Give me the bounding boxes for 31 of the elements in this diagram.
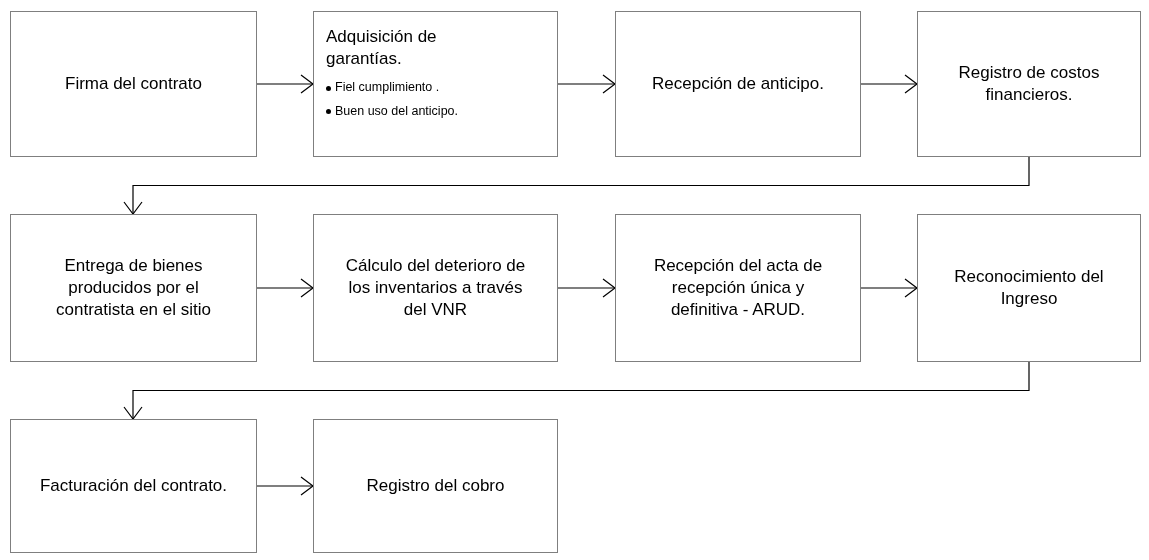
- step-label: Firma del contrato: [65, 72, 202, 95]
- step-label: Registro de costos financieros.: [957, 61, 1101, 106]
- process-box: [10, 11, 257, 157]
- step-label: Facturación del contrato.: [39, 474, 228, 497]
- arrow: [557, 278, 616, 298]
- step-label: Reconocimiento del Ingreso: [953, 265, 1105, 310]
- arrow: [123, 361, 1030, 420]
- arrow: [256, 278, 314, 298]
- arrow: [256, 74, 314, 94]
- step-label: Recepción de anticipo.: [652, 72, 824, 95]
- step-label: Recepción del acta de recepción única y definitiva - ARUD.: [652, 254, 824, 322]
- step-label: Registro del cobro: [366, 474, 505, 497]
- step-label: Entrega de bienes producidos por el contratista en el sitio: [55, 254, 212, 322]
- process-box: [10, 419, 257, 553]
- arrow: [557, 74, 616, 94]
- process-box: [10, 214, 257, 362]
- process-box: [917, 214, 1141, 362]
- process-box: [313, 214, 558, 362]
- process-box: [615, 214, 861, 362]
- bullet-item: Fiel cumplimiento .: [335, 79, 440, 97]
- step-label: Adquisición de garantías.: [326, 26, 438, 71]
- process-box: [313, 11, 558, 157]
- arrow: [860, 74, 918, 94]
- arrow: [256, 476, 314, 496]
- step-label: Cálculo del deterioro de los inventarios a través del VNR: [344, 254, 527, 322]
- arrow: [860, 278, 918, 298]
- arrow: [123, 156, 1030, 215]
- bullet-item: Buen uso del anticipo.: [335, 102, 458, 120]
- process-box: [615, 11, 861, 157]
- process-box: [917, 11, 1141, 157]
- process-box: [313, 419, 558, 553]
